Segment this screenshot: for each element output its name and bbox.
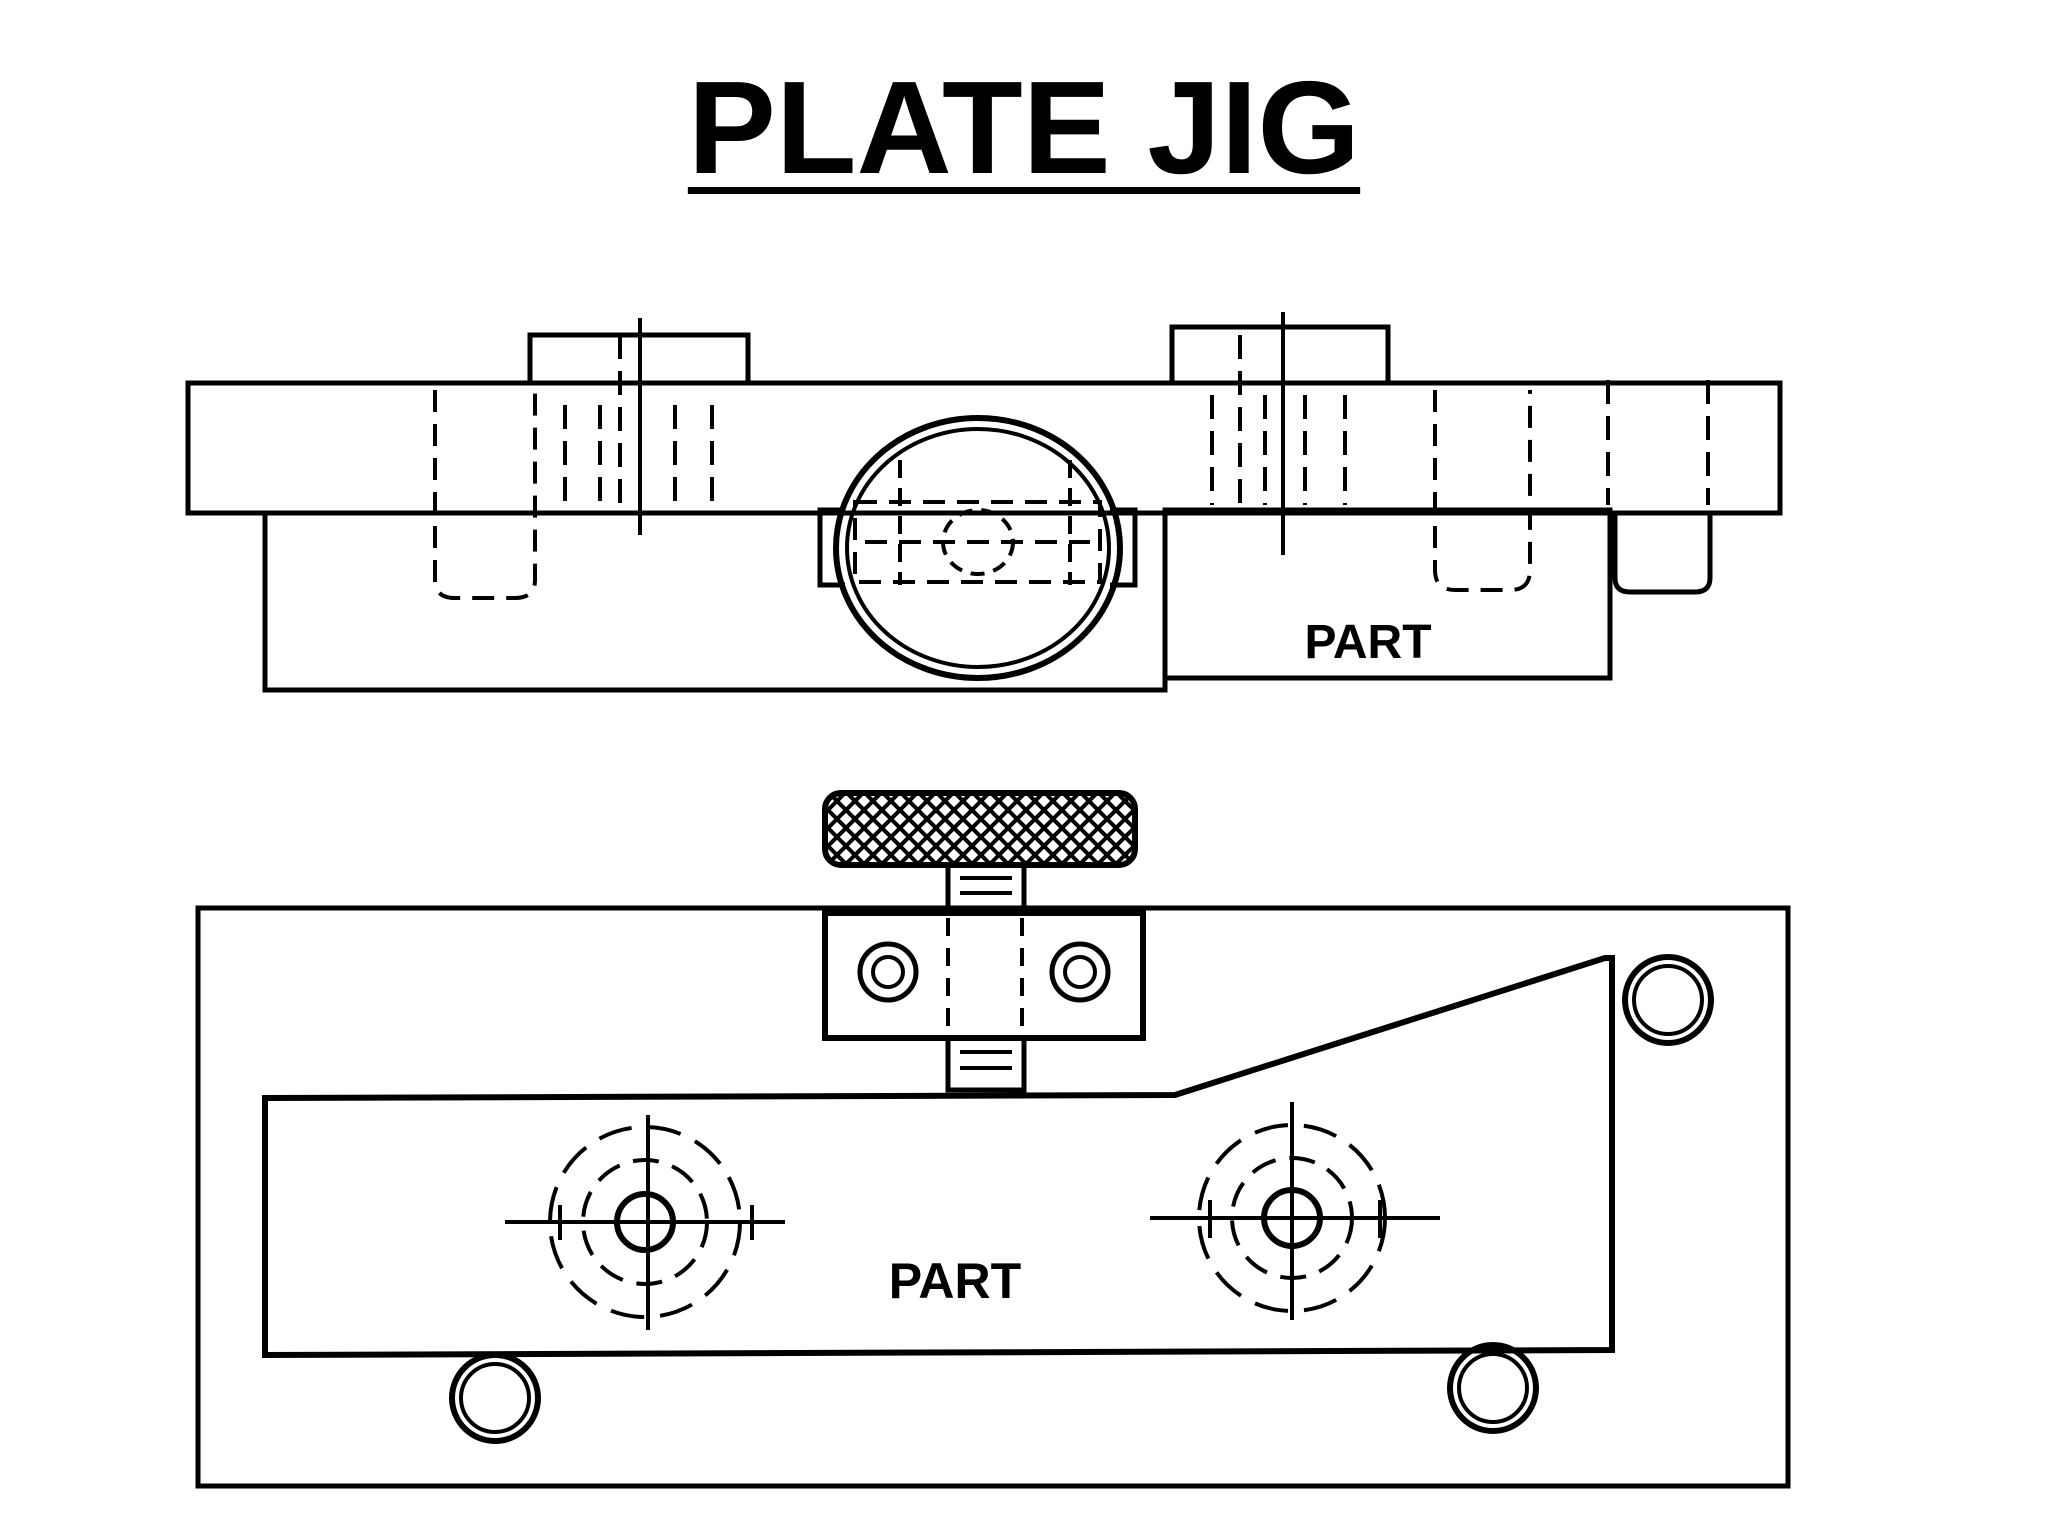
side-locator-pin — [1612, 513, 1713, 595]
knurled-knob — [822, 790, 1138, 868]
jig-base — [262, 513, 1168, 693]
right-bushing-head — [1169, 324, 1391, 383]
page-title: PLATE JIG — [687, 54, 1361, 201]
locator-pin-bottom-right-icon — [1447, 1342, 1539, 1434]
locator-pin-top-right-icon — [1622, 954, 1714, 1046]
clamp-screw-left-icon — [857, 941, 919, 1003]
jig-plate — [185, 380, 1783, 516]
top-part-outline — [262, 955, 1615, 1359]
side-view: PART — [185, 312, 1783, 693]
clamp-screw-right-icon — [1049, 941, 1111, 1003]
drill-target-left-icon — [505, 1115, 785, 1330]
side-view-part-label: PART — [1304, 616, 1431, 669]
clamp-ring — [833, 415, 1123, 681]
drill-target-right-icon — [1150, 1102, 1440, 1320]
top-view-part-label: PART — [889, 1253, 1021, 1309]
side-part-block — [1162, 507, 1613, 681]
top-view: PART — [195, 790, 1791, 1489]
top-view-plate — [195, 905, 1791, 1489]
locator-pin-bottom-left-icon — [449, 1352, 541, 1444]
